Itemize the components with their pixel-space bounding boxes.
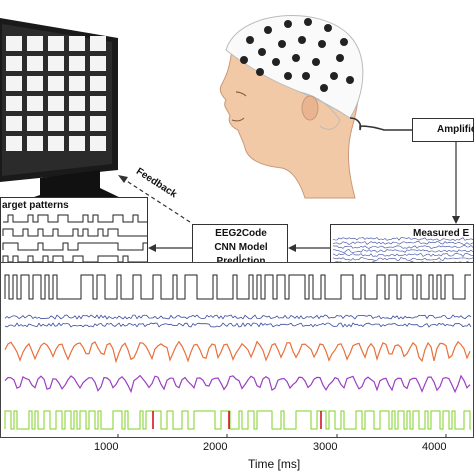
- noisy-trace: [332, 245, 474, 249]
- electrode: [336, 54, 344, 62]
- eeg-electrodes: [240, 18, 354, 92]
- electrode: [304, 18, 312, 26]
- target-patterns-traces: [2, 214, 147, 263]
- stimulus-cell: [27, 76, 43, 91]
- x-tick-3000: 3000: [313, 441, 338, 453]
- electrode: [246, 36, 254, 44]
- stimulus-cell: [48, 56, 64, 71]
- stimulus-cell: [27, 116, 43, 131]
- eeg2code-line3: Prediction: [193, 256, 289, 267]
- eeg2code-line1: EEG2Code: [215, 228, 267, 239]
- electrode: [284, 20, 292, 28]
- stimulus-cell: [27, 136, 43, 151]
- electrode: [256, 68, 264, 76]
- square-trace: [2, 228, 147, 237]
- stimulus-cell: [90, 36, 106, 51]
- electrode: [318, 40, 326, 48]
- prediction-trace: [4, 340, 471, 364]
- stimulus-grid: [6, 36, 110, 160]
- noisy-trace: [332, 257, 474, 261]
- stimulus-cell: [27, 36, 43, 51]
- eeg2code-line2: CNN Model: [214, 242, 268, 253]
- electrode: [278, 40, 286, 48]
- noisy-trace: [332, 253, 474, 257]
- electrode: [302, 72, 310, 80]
- stimulus-cell: [90, 56, 106, 71]
- stimulus-cell: [69, 36, 85, 51]
- square-trace: [2, 242, 147, 251]
- electrode: [312, 58, 320, 66]
- target-patterns-box: arget patterns: [0, 197, 148, 269]
- monitor: [0, 10, 125, 200]
- square-trace: [3, 214, 147, 223]
- stimulus-cell: [27, 56, 43, 71]
- noisy-trace: [4, 314, 472, 320]
- amplifier-title: Amplifier: [437, 124, 474, 135]
- electrode: [330, 72, 338, 80]
- electrode: [284, 72, 292, 80]
- stimulus-cell: [6, 136, 22, 151]
- electrode: [324, 24, 332, 32]
- stimulus-cell: [6, 116, 22, 131]
- electrode: [292, 54, 300, 62]
- measured-eeg-title: Measured E: [413, 228, 470, 239]
- x-tick-2000: 2000: [203, 441, 228, 453]
- feedback-label: Feedback: [134, 166, 179, 201]
- stimulus-cell: [90, 76, 106, 91]
- noisy-trace: [332, 241, 474, 245]
- stimulus-cell: [6, 76, 22, 91]
- stimulus-cell: [48, 136, 64, 151]
- stimulus-cell: [69, 136, 85, 151]
- electrode: [346, 76, 354, 84]
- signal-traces: [4, 274, 472, 430]
- stimulus-cell: [27, 96, 43, 111]
- stimulus-cell: [90, 116, 106, 131]
- electrode: [320, 84, 328, 92]
- electrode: [298, 36, 306, 44]
- stimulus-cell: [48, 96, 64, 111]
- electrode: [264, 26, 272, 34]
- stimulus-cell: [6, 36, 22, 51]
- stimulus-cell: [6, 96, 22, 111]
- amplifier-box: Amplifier: [412, 118, 474, 142]
- electrode: [240, 56, 248, 64]
- stimulus-cell: [6, 56, 22, 71]
- x-tick-1000: 1000: [94, 441, 119, 453]
- stimulus-cell: [90, 96, 106, 111]
- traces-panel: [0, 262, 474, 438]
- target-patterns-title: arget patterns: [2, 200, 69, 211]
- noisy-trace: [333, 249, 474, 253]
- stimulus-cell: [69, 76, 85, 91]
- square-trace: [4, 410, 471, 430]
- electrode: [340, 38, 348, 46]
- square-trace: [4, 274, 471, 300]
- x-axis-label: Time [ms]: [248, 457, 301, 471]
- noisy-trace: [332, 237, 474, 241]
- prediction-trace: [4, 374, 471, 394]
- stimulus-cell: [69, 116, 85, 131]
- electrode: [272, 58, 280, 66]
- stimulus-cell: [48, 116, 64, 131]
- stimulus-cell: [69, 96, 85, 111]
- electrode: [258, 48, 266, 56]
- stimulus-cell: [48, 76, 64, 91]
- stimulus-cell: [48, 36, 64, 51]
- noisy-trace: [4, 322, 472, 328]
- x-tick-4000: 4000: [422, 441, 447, 453]
- stimulus-cell: [90, 136, 106, 151]
- stimulus-cell: [69, 56, 85, 71]
